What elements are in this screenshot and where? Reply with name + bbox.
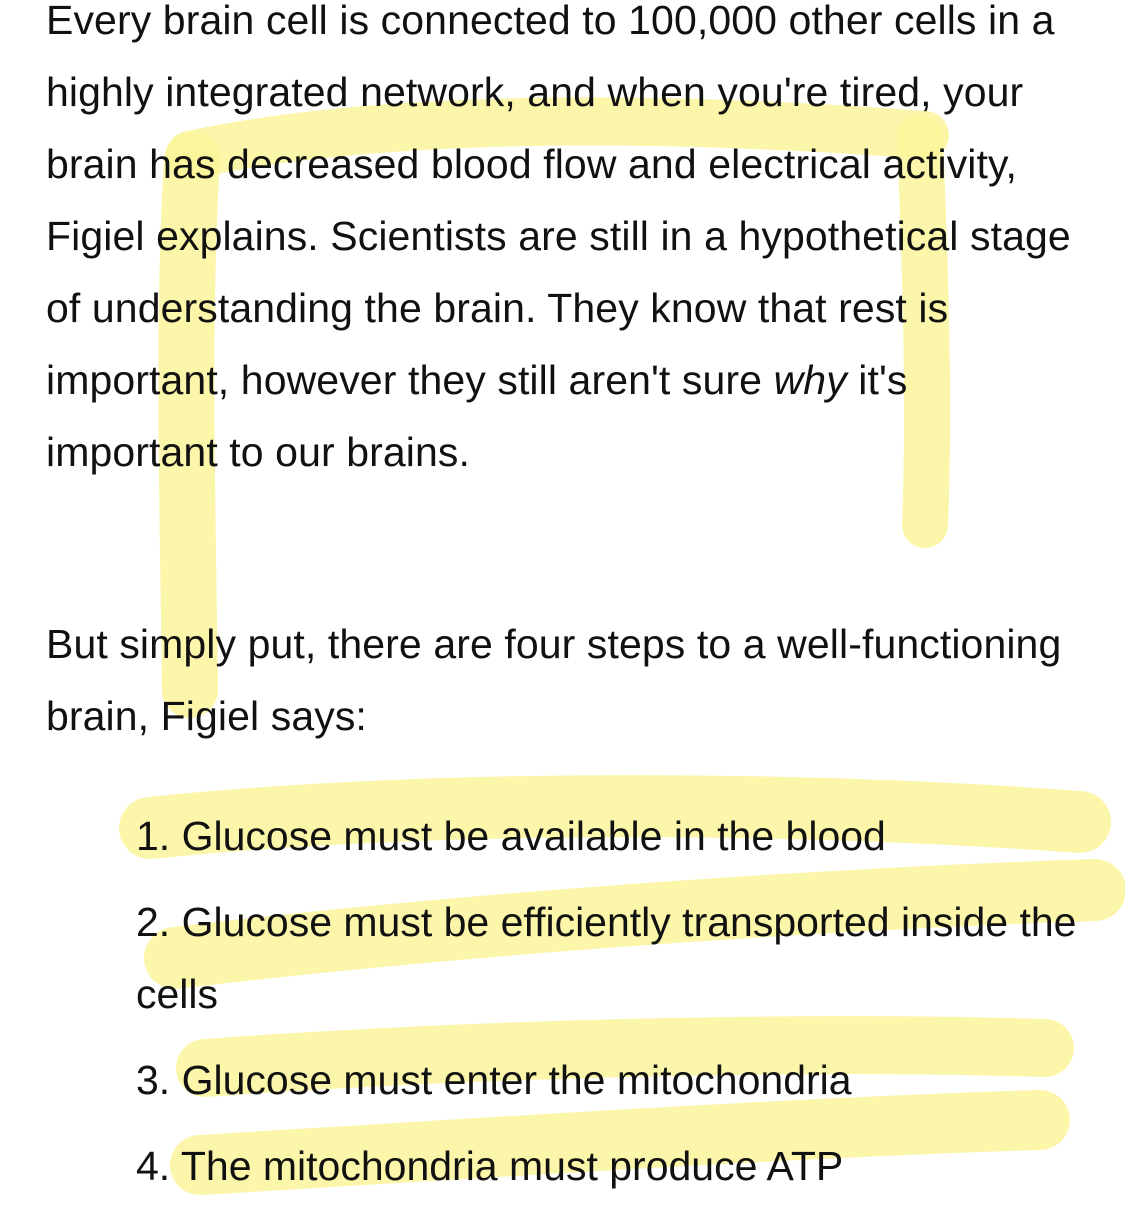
emphasis-why: why: [773, 357, 847, 403]
paragraph-brain-cells: Every brain cell is connected to 100,000…: [46, 0, 1086, 488]
list-item: 2. Glucose must be efficiently transport…: [136, 899, 1077, 1017]
list-item: 1. Glucose must be available in the bloo…: [136, 813, 886, 859]
list-item: 3. Glucose must enter the mitochondria: [136, 1057, 852, 1103]
list-item: 4. The mitochondria must produce ATP: [136, 1143, 844, 1189]
paragraph-text: Every brain cell is connected to 100,000…: [46, 0, 1071, 403]
paragraph-text-end: it's important to our brains.: [46, 357, 908, 475]
paragraph-four-steps: But simply put, there are four steps to …: [46, 621, 1062, 739]
